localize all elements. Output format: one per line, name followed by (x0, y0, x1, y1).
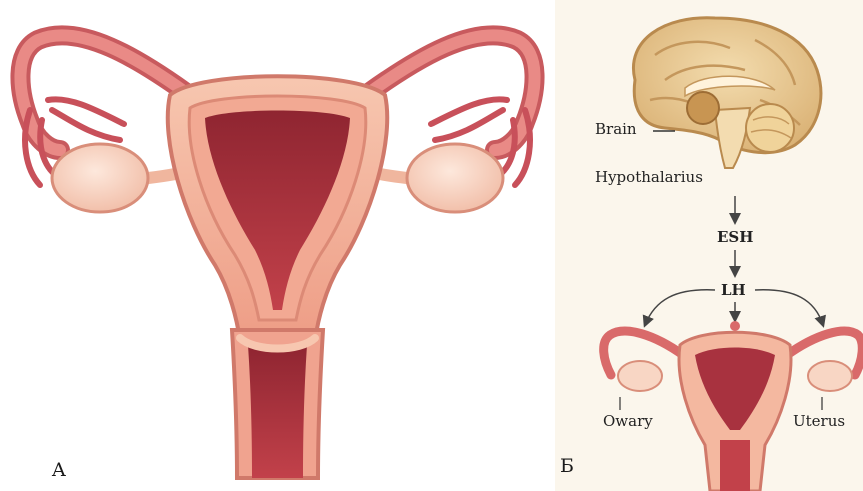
label-hypothalamus: Hypothalarius (595, 168, 703, 186)
panel-b-hormone-diagram: Brain Hypothalarius ESH LH Owary Uterus … (555, 0, 863, 491)
label-brain: Brain (595, 120, 637, 138)
right-ovary (407, 144, 503, 212)
panel-b-letter: Б (560, 455, 574, 477)
cerebellum (746, 104, 794, 152)
small-right-ovary (808, 361, 852, 391)
arrow-lh-to-uterus (755, 290, 823, 325)
label-lh: LH (721, 281, 746, 299)
label-esh: ESH (717, 228, 753, 246)
panel-a-anatomy: A (0, 0, 555, 491)
label-uterus: Uterus (793, 412, 845, 430)
small-uterus-illustration (604, 321, 863, 491)
label-ovary: Owary (603, 412, 653, 430)
female-reproductive-system-illustration (0, 0, 555, 491)
arrow-lh-to-ovary (645, 290, 715, 325)
small-left-ovary (618, 361, 662, 391)
brain-illustration (633, 18, 820, 168)
panel-a-letter: A (52, 459, 66, 481)
brainstem (715, 108, 750, 168)
left-ovary (52, 144, 148, 212)
